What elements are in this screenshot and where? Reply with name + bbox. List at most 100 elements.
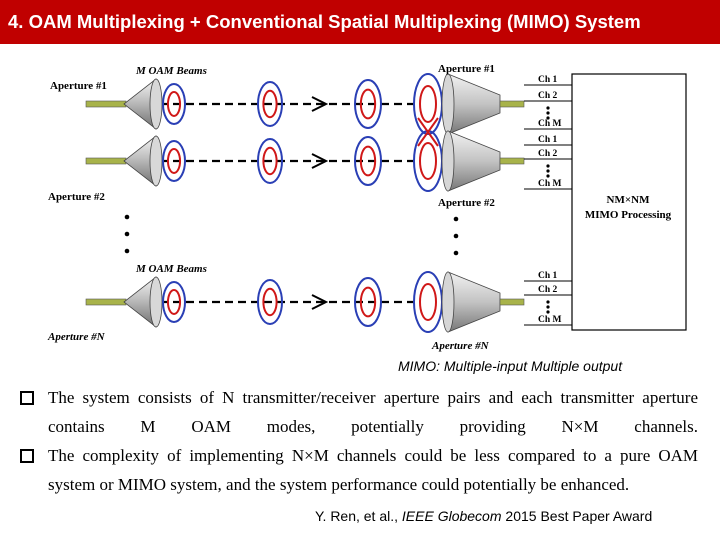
channel-ellipsis-dot: [546, 310, 550, 314]
received-beam-inner-ring: [419, 85, 437, 123]
ch-2-label: Ch 2: [538, 149, 558, 159]
title-bar: [0, 0, 720, 44]
receiver-cone: [447, 130, 501, 192]
oam-beam-outer-ring: [162, 83, 186, 125]
mimo-processing-box: [571, 73, 687, 331]
transmitter-aperture-face: [149, 78, 163, 130]
slide-title: 4. OAM Multiplexing + Conventional Spati…: [8, 11, 641, 32]
receiver-feed: [499, 298, 525, 306]
receiver-feed: [499, 157, 525, 165]
channel-ellipsis-dot: [546, 106, 550, 110]
tx-aperture-label-2: Aperture #2: [48, 191, 105, 203]
beam-row: [85, 130, 525, 192]
ch-2-label: Ch 2: [538, 91, 558, 101]
arrow-head-icon: [311, 96, 329, 112]
transmitter-aperture-face: [149, 135, 163, 187]
oam-beam-inner-ring: [262, 146, 278, 176]
channel-groups: Ch 1 Ch 2 Ch M Ch 1 Ch 2 Ch M Ch 1 Ch 2 Ch M: [524, 75, 572, 326]
bullet-text-1: The system consists of N transmitter/rec…: [48, 388, 698, 436]
tx-aperture-label-1: Aperture #1: [50, 80, 107, 92]
channel-ellipsis-dot: [546, 305, 550, 309]
received-beam-inner-ring: [419, 283, 437, 321]
oam-beams-label-1: M OAM Beams: [135, 65, 207, 77]
diagram-caption: MIMO: Multiple-input Multiple output: [398, 358, 623, 374]
citation-award: 2015 Best Paper Award: [501, 508, 653, 524]
crosstalk-line: [417, 117, 439, 147]
oam-beam-inner-ring: [359, 88, 377, 120]
crosstalk-crossing: [417, 117, 439, 147]
receiver-cone: [447, 271, 501, 333]
rx-ellipsis-dot: [453, 216, 459, 222]
channel-ellipsis-dot: [546, 169, 550, 173]
ch-m-label: Ch M: [538, 179, 562, 189]
oam-beam-outer-ring: [162, 281, 186, 323]
rx-aperture-label-2: Aperture #2: [438, 197, 495, 209]
checkbox-bullet-icon: [20, 449, 34, 463]
channel-ellipsis-dot: [546, 164, 550, 168]
oam-beam-inner-ring: [166, 148, 182, 174]
ch-1-label: Ch 1: [538, 271, 558, 281]
channel-ellipsis-dot: [546, 116, 550, 120]
oam-beams-label-2: M OAM Beams: [135, 263, 207, 275]
oam-beam-inner-ring: [166, 91, 182, 117]
oam-beam-outer-ring: [162, 140, 186, 182]
beam-rows: [85, 73, 525, 333]
received-beam-outer-ring: [413, 271, 443, 333]
beam-row: [85, 73, 525, 135]
transmitter-feed: [85, 157, 127, 165]
bullet-item-2: The complexity of implementing N×M chann…: [18, 441, 698, 499]
receiver-feed: [499, 100, 525, 108]
bullet-text-2: The complexity of implementing N×M chann…: [48, 446, 698, 494]
transmitter-feed: [85, 100, 127, 108]
receiver-aperture-face: [441, 130, 455, 192]
tx-ellipsis-dot: [124, 248, 130, 254]
oam-mimo-diagram: NM×NM MIMO Processing Aperture #1 Apertu…: [47, 63, 687, 352]
receiver-cone: [447, 73, 501, 135]
transmitter-feed: [85, 298, 127, 306]
receiver-aperture-face: [441, 271, 455, 333]
channel-ellipsis-dot: [546, 300, 550, 304]
rx-ellipsis-dot: [453, 250, 459, 256]
processing-label-size: NM×NM: [607, 194, 651, 206]
oam-beam-inner-ring: [262, 89, 278, 119]
tx-aperture-label-n: Aperture #N: [47, 331, 106, 343]
receiver-aperture-face: [441, 73, 455, 135]
tx-ellipsis-dot: [124, 214, 130, 220]
oam-beam-outer-ring: [354, 79, 382, 129]
received-beam-outer-ring: [413, 73, 443, 135]
oam-beam-inner-ring: [166, 289, 182, 315]
oam-beam-outer-ring: [354, 136, 382, 186]
oam-beam-inner-ring: [359, 145, 377, 177]
transmitter-aperture-face: [149, 276, 163, 328]
beam-row: [85, 271, 525, 333]
channel-group: Ch 1 Ch 2 Ch M: [524, 135, 572, 190]
citation: Y. Ren, et al., IEEE Globecom 2015 Best …: [315, 508, 652, 524]
rx-aperture-label-n: Aperture #N: [431, 340, 490, 352]
channel-ellipsis-dot: [546, 174, 550, 178]
oam-beam-inner-ring: [262, 287, 278, 317]
rx-aperture-label-1: Aperture #1: [438, 63, 495, 75]
channel-ellipsis-dot: [546, 111, 550, 115]
ch-m-label: Ch M: [538, 315, 562, 325]
ch-1-label: Ch 1: [538, 75, 558, 85]
channel-group: Ch 1 Ch 2 Ch M: [524, 271, 572, 326]
processing-label-name: MIMO Processing: [585, 209, 672, 221]
citation-authors: Y. Ren, et al.,: [315, 508, 402, 524]
ch-2-label: Ch 2: [538, 285, 558, 295]
oam-beam-outer-ring: [257, 279, 283, 325]
received-beam-outer-ring: [413, 130, 443, 192]
bullet-list: The system consists of N transmitter/rec…: [18, 383, 698, 499]
oam-beam-outer-ring: [257, 81, 283, 127]
arrow-head-icon: [311, 294, 329, 310]
oam-beam-inner-ring: [359, 286, 377, 318]
bullet-item-1: The system consists of N transmitter/rec…: [18, 383, 698, 441]
oam-beam-outer-ring: [257, 138, 283, 184]
received-beam-inner-ring: [419, 142, 437, 180]
rx-ellipsis-dot: [453, 233, 459, 239]
citation-venue: IEEE Globecom: [401, 508, 502, 524]
ch-1-label: Ch 1: [538, 135, 558, 145]
channel-group: Ch 1 Ch 2 Ch M: [524, 75, 572, 130]
tx-ellipsis-dot: [124, 231, 130, 237]
ch-m-label: Ch M: [538, 119, 562, 129]
oam-beam-outer-ring: [354, 277, 382, 327]
